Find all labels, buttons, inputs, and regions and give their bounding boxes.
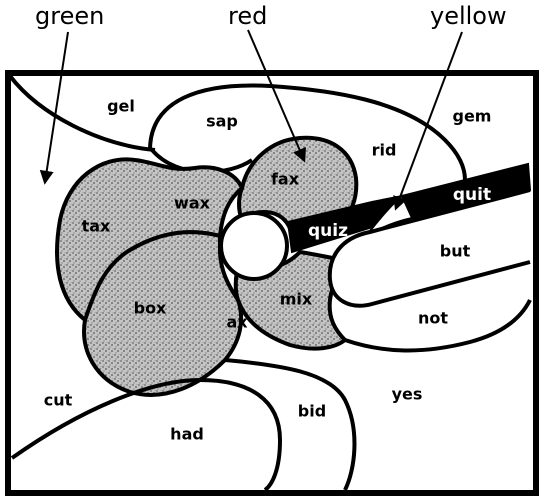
label-gel: gel bbox=[107, 97, 135, 116]
label-quit: quit bbox=[453, 185, 491, 205]
had-region bbox=[10, 377, 283, 492]
callout-green: green bbox=[35, 2, 104, 30]
label-gem: gem bbox=[453, 107, 492, 126]
label-mix: mix bbox=[280, 290, 313, 309]
green-pointer-arrow bbox=[39, 31, 69, 185]
label-quiz: quiz bbox=[308, 221, 348, 241]
box-blob bbox=[82, 230, 244, 397]
callout-red: red bbox=[228, 2, 267, 30]
callout-yellow: yellow bbox=[430, 2, 507, 30]
but-pill bbox=[327, 188, 531, 308]
bid-arch bbox=[224, 358, 357, 491]
label-but: but bbox=[440, 242, 471, 261]
label-rid: rid bbox=[372, 141, 397, 160]
label-wax: wax bbox=[174, 194, 211, 213]
red-pointer-arrow bbox=[247, 29, 306, 163]
label-cut: cut bbox=[44, 391, 73, 410]
label-box: box bbox=[134, 299, 167, 318]
label-sap: sap bbox=[206, 112, 238, 131]
label-ax: ax bbox=[226, 313, 248, 332]
sap-gem-arch bbox=[148, 83, 467, 181]
label-had: had bbox=[170, 425, 204, 444]
label-yes: yes bbox=[392, 385, 423, 404]
label-bid: bid bbox=[298, 402, 326, 421]
label-not: not bbox=[418, 309, 448, 328]
label-tax: tax bbox=[82, 217, 111, 236]
gel-boundary-curve bbox=[8, 74, 156, 152]
center-circle bbox=[219, 211, 289, 281]
not-boundary-curve bbox=[344, 299, 532, 353]
yellow-pointer-arrow bbox=[393, 31, 463, 211]
label-fax: fax bbox=[271, 170, 300, 189]
